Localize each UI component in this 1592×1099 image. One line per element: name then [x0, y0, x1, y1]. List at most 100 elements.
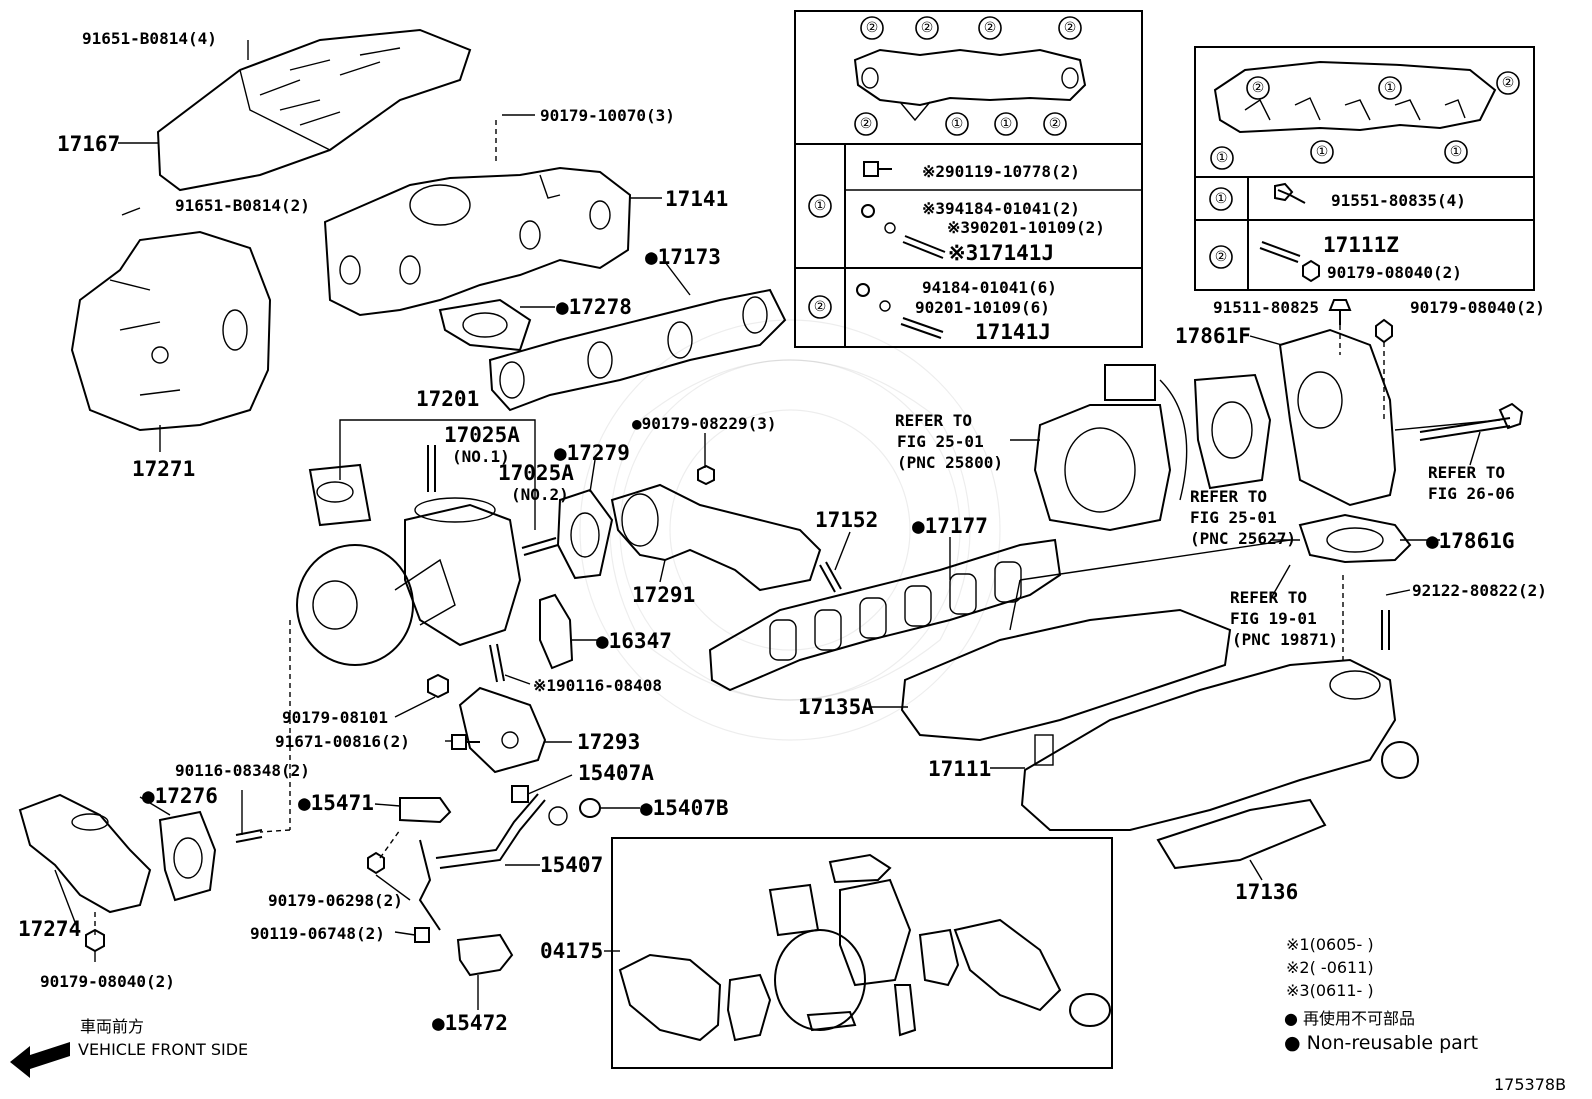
part-17111-intake-manifold [1020, 658, 1419, 831]
part-17271-turbo-insulator [70, 230, 272, 432]
label-17136: 17136 [1235, 880, 1298, 904]
legend-nonreusable-en: ● Non-reusable part [1284, 1032, 1478, 1054]
part-91671-bolt [451, 734, 480, 750]
part-17201-turbocharger [296, 463, 522, 666]
label-91511-80825: 91511-80825 [1213, 298, 1319, 317]
ref-19871-line3: (PNC 19871) [1232, 630, 1338, 649]
kit2-g2-item1: 17111Z [1323, 233, 1399, 257]
part-90179-08101-nut [427, 673, 449, 699]
kit1-top-marker-1: ② [866, 20, 879, 36]
label-90116-08348: 90116-08348(2) [175, 761, 310, 780]
kit-box-1-labels: ② ② ② ② ② ① ① ② ① ② ※290119-10778(2) ※39… [808, 16, 1105, 344]
label-17177: ●17177 [912, 514, 988, 538]
part-91511-bolt [1328, 299, 1352, 325]
label-17293: 17293 [577, 730, 640, 754]
label-17201: 17201 [416, 387, 479, 411]
label-92122-80822: 92122-80822(2) [1412, 581, 1547, 600]
legend-note-2: ※2( -0611) [1286, 958, 1374, 977]
label-90119-06748: 90119-06748(2) [250, 924, 385, 943]
legend-note-1: ※1(0605- ) [1286, 935, 1374, 954]
kit2-top-marker-3: ② [1502, 75, 1515, 91]
ref-25627-line1: REFER TO [1190, 487, 1267, 506]
kit1-group2-marker: ② [814, 299, 827, 315]
label-16347: ●16347 [596, 629, 672, 653]
label-17271: 17271 [132, 457, 195, 481]
label-17111: 17111 [928, 757, 991, 781]
label-17276: ●17276 [142, 784, 218, 808]
label-17861f: 17861F [1175, 324, 1251, 348]
kit2-top-marker-1: ② [1252, 80, 1265, 96]
figure-id: 175378B [1494, 1075, 1566, 1094]
part-92122-stud [1381, 610, 1390, 650]
direction-arrow-icon [10, 1042, 70, 1078]
kit2-bottom-marker-2: ① [1316, 144, 1329, 160]
label-91651-b0814-2: 91651-B0814(2) [175, 196, 310, 215]
kit1-top-marker-3: ② [984, 20, 997, 36]
kit1-g2-item3: 17141J [975, 320, 1051, 344]
kit-box-2-labels: ② ① ② ① ① ① ① ② 91551-80835(4) 17111Z 90… [1209, 71, 1520, 282]
kit2-g2-item2: 90179-08040(2) [1327, 263, 1462, 282]
part-17152-stud [819, 561, 842, 593]
kit1-g1-item2: ※394184-01041(2) [922, 199, 1080, 218]
label-90179-08101: 90179-08101 [282, 708, 388, 727]
label-17152: 17152 [815, 508, 878, 532]
label-17167: 17167 [57, 132, 120, 156]
label-15407a: 15407A [578, 761, 654, 785]
label-15471: ●15471 [298, 791, 374, 815]
part-16347-gasket [539, 593, 574, 670]
kit2-group2-marker: ② [1215, 249, 1228, 265]
part-15407b-washer [579, 798, 601, 818]
ref-25800-line2: FIG 25-01 [897, 432, 984, 451]
kit-box-17111z [1194, 46, 1535, 291]
label-17025a-no2-sub: (NO.2) [511, 485, 569, 504]
ref-25627-line3: (PNC 25627) [1190, 529, 1296, 548]
part-labels: 91651-B0814(4) 17167 91651-B0814(2) 1727… [18, 29, 1547, 1035]
kit1-g2-item2: 90201-10109(6) [915, 298, 1050, 317]
kit2-group1-marker: ① [1215, 191, 1228, 207]
label-17278: ●17278 [556, 295, 632, 319]
ref-25627-line2: FIG 25-01 [1190, 508, 1277, 527]
kit2-bottom-marker-3: ① [1450, 144, 1463, 160]
kit1-g1-item4: ※317141J [948, 241, 1054, 265]
kit2-bottom-marker-1: ① [1216, 150, 1229, 166]
kit1-bottom-marker-2: ① [951, 116, 964, 132]
part-04175-kit [618, 853, 1111, 1042]
label-17173: ●17173 [645, 245, 721, 269]
label-17274: 17274 [18, 917, 81, 941]
label-15407: 15407 [540, 853, 603, 877]
part-17278-gasket [438, 298, 532, 352]
part-throttle-body-ref [1033, 364, 1188, 532]
kit2-top-marker-2: ① [1384, 80, 1397, 96]
label-90179-08229: ●90179-08229(3) [632, 414, 777, 433]
kit1-g2-item1: 94184-01041(6) [922, 278, 1057, 297]
part-15471-gasket [399, 797, 452, 824]
legend-nonreusable-jp: ● 再使用不可部品 [1284, 1009, 1415, 1028]
ref-25800-line1: REFER TO [895, 411, 972, 430]
label-15407b: ●15407B [640, 796, 729, 820]
label-91651-b0814-4: 91651-B0814(4) [82, 29, 217, 48]
kit1-top-marker-2: ② [921, 20, 934, 36]
legend-note-3: ※3(0611- ) [1286, 981, 1374, 1000]
kit2-g1-item1: 91551-80835(4) [1331, 191, 1466, 210]
part-17861g-gasket [1298, 513, 1412, 564]
leader-lines [54, 40, 1481, 1069]
legend: ※1(0605- ) ※2( -0611) ※3(0611- ) ● 再使用不可… [1284, 935, 1478, 1054]
part-17135a-intake-manifold [900, 539, 1291, 742]
label-90179-08040-right: 90179-08040(2) [1410, 298, 1545, 317]
part-190116-stud [489, 643, 505, 683]
label-190116-08408: ※190116-08408 [533, 676, 662, 695]
kit-box-17141j [794, 10, 1143, 348]
part-17177-intake-gasket [708, 538, 1062, 692]
label-17279: ●17279 [554, 441, 630, 465]
part-17167-heat-insulator [156, 28, 472, 192]
part-17276-gasket [158, 810, 217, 902]
part-17291-exhaust-pipe [610, 483, 822, 592]
watermark-emblem [579, 319, 1001, 741]
label-15472: ●15472 [432, 1011, 508, 1035]
part-15407a-bolt [511, 785, 529, 803]
label-17025a-no2: 17025A [498, 461, 574, 485]
label-17025a-no1-sub: (NO.1) [452, 447, 510, 466]
kit1-bottom-marker-4: ② [1049, 116, 1062, 132]
label-04175: 04175 [540, 939, 603, 963]
